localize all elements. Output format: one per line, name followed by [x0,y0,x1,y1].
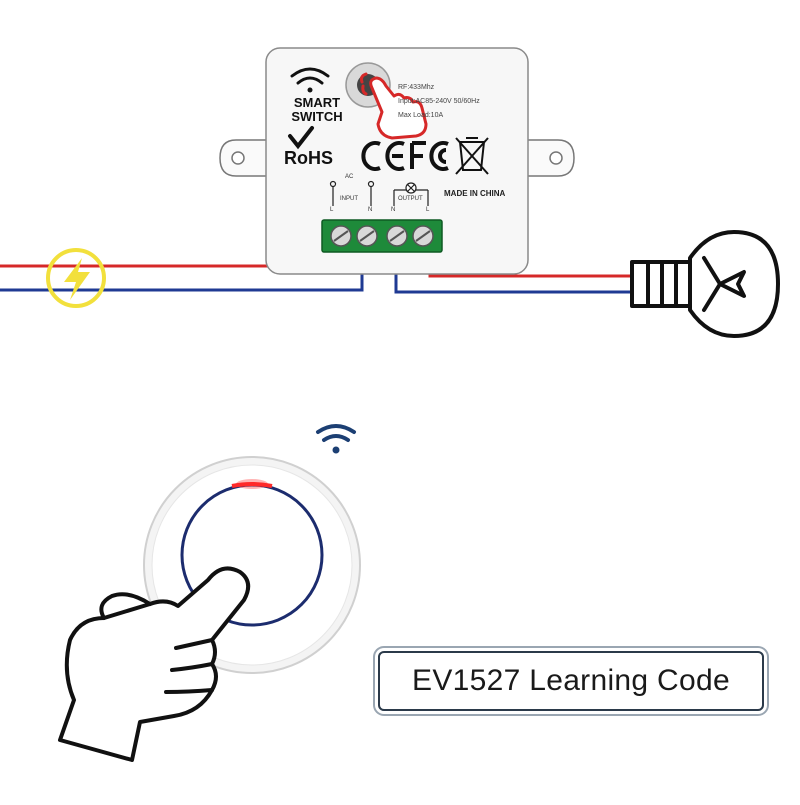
spec-max-load: Max Load:10A [398,112,444,119]
switch-module [219,47,575,275]
mounting-hole-left [231,151,245,165]
weee-bin-icon [455,137,489,175]
power-source-icon [46,248,106,308]
wifi-icon [290,67,330,93]
terminal-block [321,219,443,253]
terminal-output-l: L [426,207,430,213]
led-indicator [231,482,273,488]
output-label: OUTPUT [398,196,423,202]
pointing-hand-icon [58,566,251,762]
input-label: INPUT [340,196,358,202]
ac-label: AC [345,174,354,180]
made-in-label: MADE IN CHINA [444,189,506,198]
rohs-label: RoHS [284,148,333,168]
mounting-hole-right [549,151,563,165]
ce-mark-icon [361,141,405,171]
fcc-mark-icon [410,141,449,171]
spec-frequency: RF:433Mhz [398,84,435,91]
brand-line-2: SWITCH [291,109,343,124]
terminal-input-l: L [330,207,334,213]
module-housing [265,47,529,275]
checkmark-icon [288,126,314,150]
remote-wifi-icon [316,424,356,454]
light-bulb-icon [630,230,780,338]
caption-text: EV1527 Learning Code [412,664,730,697]
spec-input: Input:AC85-240V 50/60Hz [398,98,480,105]
smart-switch-label: SMART SWITCH [282,96,352,124]
terminal-schematic [329,180,429,206]
caption-box: EV1527 Learning Code [378,651,764,711]
brand-line-1: SMART [293,95,341,110]
terminal-input-n: N [368,207,373,213]
terminal-screws [330,225,434,247]
pointing-hand-red-icon [360,72,428,140]
terminal-output-n: N [391,207,396,213]
